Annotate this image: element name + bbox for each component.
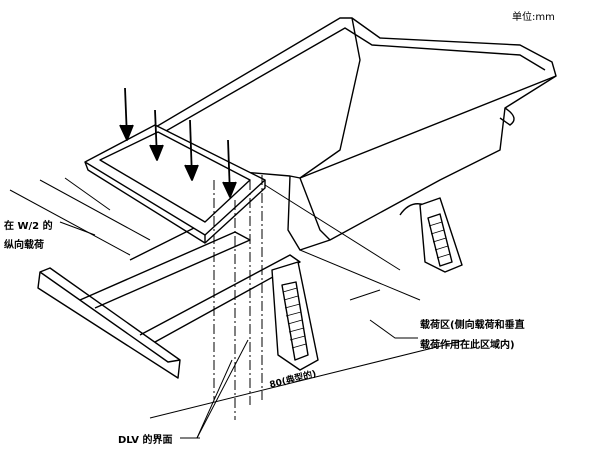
dump-body (99, 17, 557, 251)
load-zone-label-line1: 载荷区(侧向载荷和垂直 (420, 320, 525, 331)
longitudinal-load-label-line2: 纵向载荷 (4, 240, 44, 251)
support-frame (37, 224, 301, 379)
longitudinal-load-label-line1: 在 W/2 的 (4, 221, 53, 232)
support-block-rear (419, 197, 463, 273)
support-block-front (271, 261, 319, 371)
load-arrows (119, 87, 237, 198)
load-zone-label-line2: 载荷作用在此区域内) (420, 340, 515, 351)
dimension-lines (9, 177, 466, 419)
unit-label: 单位:mm (512, 12, 555, 23)
leader-lines (59, 221, 418, 439)
dlv-interface-lines (213, 175, 263, 420)
dlv-interface-label: DLV 的界面 (118, 435, 173, 446)
